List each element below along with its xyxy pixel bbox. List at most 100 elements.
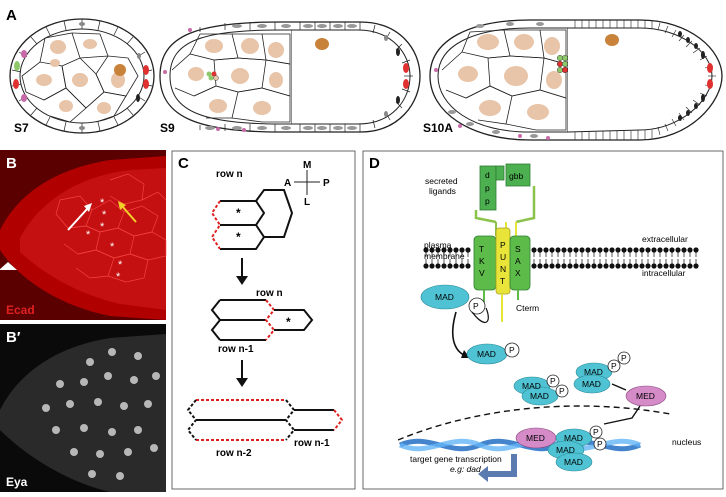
- s7-oocyte-nucleus: [114, 64, 126, 76]
- svg-text:T: T: [500, 276, 505, 286]
- stage-s9-label: S9: [160, 121, 175, 135]
- stage-s7-label: S7: [14, 121, 29, 135]
- stage-s10a-label: S10A: [423, 121, 453, 135]
- s10a-oocyte-nucleus: [605, 34, 619, 46]
- panel-b-prime-letter: B′: [6, 329, 21, 346]
- nuclear-envelope: [397, 405, 671, 441]
- svg-text:P: P: [611, 361, 617, 371]
- c-step3-cells: [186, 399, 344, 441]
- svg-text:d: d: [485, 170, 490, 180]
- svg-text:*: *: [286, 315, 291, 329]
- svg-text:*: *: [86, 229, 91, 241]
- svg-text:V: V: [479, 268, 485, 278]
- svg-text:MAD: MAD: [564, 433, 583, 443]
- svg-text:U: U: [500, 252, 506, 262]
- svg-text:T: T: [479, 244, 484, 254]
- svg-text:*: *: [118, 259, 123, 271]
- s7-egg-chamber: [9, 18, 155, 134]
- svg-text:P: P: [621, 353, 627, 363]
- ligand-connectors: [474, 186, 536, 224]
- panel-b-prime-stain: Eya: [6, 475, 28, 489]
- c-step2-row-label-bottom: row n-1: [218, 344, 254, 355]
- ligands-label-1: secreted: [425, 176, 458, 186]
- svg-text:A: A: [515, 256, 521, 266]
- svg-text:MAD: MAD: [435, 292, 454, 302]
- compass: M L A P: [284, 160, 330, 208]
- white-arrow: [67, 203, 92, 231]
- mad-phosphorylated: MAD P: [466, 342, 520, 365]
- plasma-membrane: [423, 247, 699, 269]
- svg-text:*: *: [100, 221, 105, 233]
- c-step3-row-label-left: row n-2: [216, 448, 252, 459]
- s9-oocyte-nucleus: [315, 38, 329, 50]
- svg-text:*: *: [100, 197, 105, 209]
- svg-text:*: *: [236, 206, 241, 220]
- svg-text:L: L: [304, 197, 310, 208]
- c-step3-row-label-right: row n-1: [294, 438, 330, 449]
- s7-nurse-nuclei: [36, 39, 125, 114]
- svg-text:p: p: [485, 183, 490, 193]
- tkv-receptor: [473, 235, 497, 291]
- svg-text:P: P: [593, 427, 599, 437]
- svg-text:P: P: [559, 386, 565, 396]
- receptor-complex: T K V P U N T S A X: [473, 222, 531, 322]
- mad-nuclear-trimer: MAD MAD MAD P P: [547, 425, 607, 472]
- c-step1-cells: [210, 189, 294, 250]
- s9-border-cells: [206, 71, 219, 81]
- membrane-label-1: plasma: [424, 240, 452, 250]
- ligands-label-2: ligands: [429, 186, 456, 196]
- svg-text:*: *: [236, 230, 241, 244]
- extracellular-label: extracellular: [642, 234, 688, 244]
- svg-text:S: S: [515, 244, 521, 254]
- c-step1-row-label: row n: [216, 169, 243, 180]
- target-label: target gene transcription: [410, 454, 502, 464]
- svg-text:p: p: [485, 196, 490, 206]
- s9-nurse-nuclei: [188, 38, 284, 115]
- svg-text:*: *: [116, 271, 121, 283]
- panel-b-image: [0, 150, 167, 320]
- svg-text:MAD: MAD: [477, 349, 496, 359]
- svg-text:MAD: MAD: [530, 391, 549, 401]
- svg-text:K: K: [479, 256, 485, 266]
- s10a-border-cells: [557, 55, 569, 73]
- svg-text:*: *: [110, 241, 115, 253]
- svg-text:gbb: gbb: [509, 171, 523, 181]
- med-nuclear: MED: [515, 427, 557, 449]
- s9-egg-chamber: [159, 21, 421, 133]
- svg-text:MAD: MAD: [564, 457, 583, 467]
- svg-text:P: P: [597, 439, 603, 449]
- nucleus-label: nucleus: [672, 437, 701, 447]
- svg-text:P: P: [500, 240, 506, 250]
- dpp-ligand: d p p: [479, 165, 505, 211]
- svg-text:MAD: MAD: [556, 445, 575, 455]
- mad-receptor-bound: MAD P: [420, 284, 486, 315]
- sax-receptor: [509, 235, 531, 291]
- svg-text:MAD: MAD: [582, 379, 601, 389]
- svg-text:P: P: [550, 376, 556, 386]
- panel-b-asterisks: *** ****: [86, 197, 123, 283]
- svg-text:N: N: [500, 264, 506, 274]
- svg-text:*: *: [102, 209, 107, 221]
- target-example: e.g: dad: [450, 464, 481, 474]
- svg-text:M: M: [303, 160, 311, 171]
- c-arrow-2: [236, 360, 248, 387]
- svg-text:MAD: MAD: [522, 381, 541, 391]
- c-step2-cells: [210, 299, 314, 341]
- gbb-ligand: gbb: [505, 163, 531, 187]
- cterm-label: Cterm: [516, 303, 539, 313]
- svg-text:MED: MED: [636, 391, 655, 401]
- intracellular-label: intracellular: [642, 268, 686, 278]
- panel-a-letter: A: [6, 7, 17, 24]
- svg-text:X: X: [515, 268, 521, 278]
- membrane-label-2: membrane: [424, 251, 465, 261]
- mad-dimer-1: MAD MAD P P: [513, 374, 569, 406]
- svg-text:P: P: [323, 178, 330, 189]
- transcription-arrow: [484, 454, 517, 477]
- panel-d-letter: D: [369, 155, 380, 172]
- svg-text:A: A: [284, 178, 291, 189]
- panel-b-prime-image: [0, 324, 166, 492]
- arrowhead-marker: [0, 262, 17, 270]
- svg-text:MED: MED: [526, 433, 545, 443]
- s10a-egg-chamber: [429, 19, 723, 141]
